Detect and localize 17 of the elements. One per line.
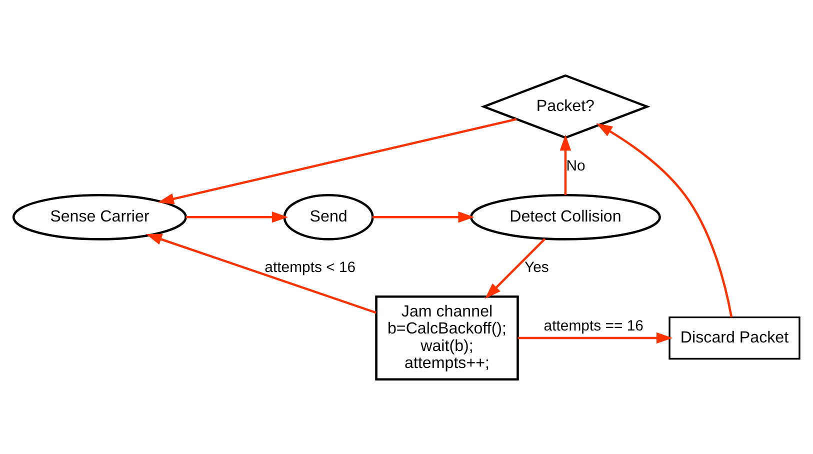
node-box: Jam channel b=CalcBackoff(); wait(b); attempts++; [375, 294, 519, 380]
arrow [158, 118, 517, 204]
arrow [518, 332, 673, 344]
arrow [485, 238, 546, 298]
arrow [596, 122, 733, 317]
arrow [146, 233, 376, 314]
edge-label: attempts == 16 [544, 316, 644, 334]
arrow [186, 211, 288, 222]
node-diamond: Packet? [480, 74, 650, 138]
edge-label: attempts < 16 [264, 258, 356, 276]
node-box: Discard Packet [668, 316, 800, 360]
edge-label: No [566, 156, 586, 174]
arrow [560, 134, 572, 194]
node-ellipse: Send [283, 193, 374, 240]
arrow [372, 211, 474, 222]
node-ellipse: Detect Collision [470, 193, 661, 240]
edge-label: Yes [524, 258, 549, 276]
